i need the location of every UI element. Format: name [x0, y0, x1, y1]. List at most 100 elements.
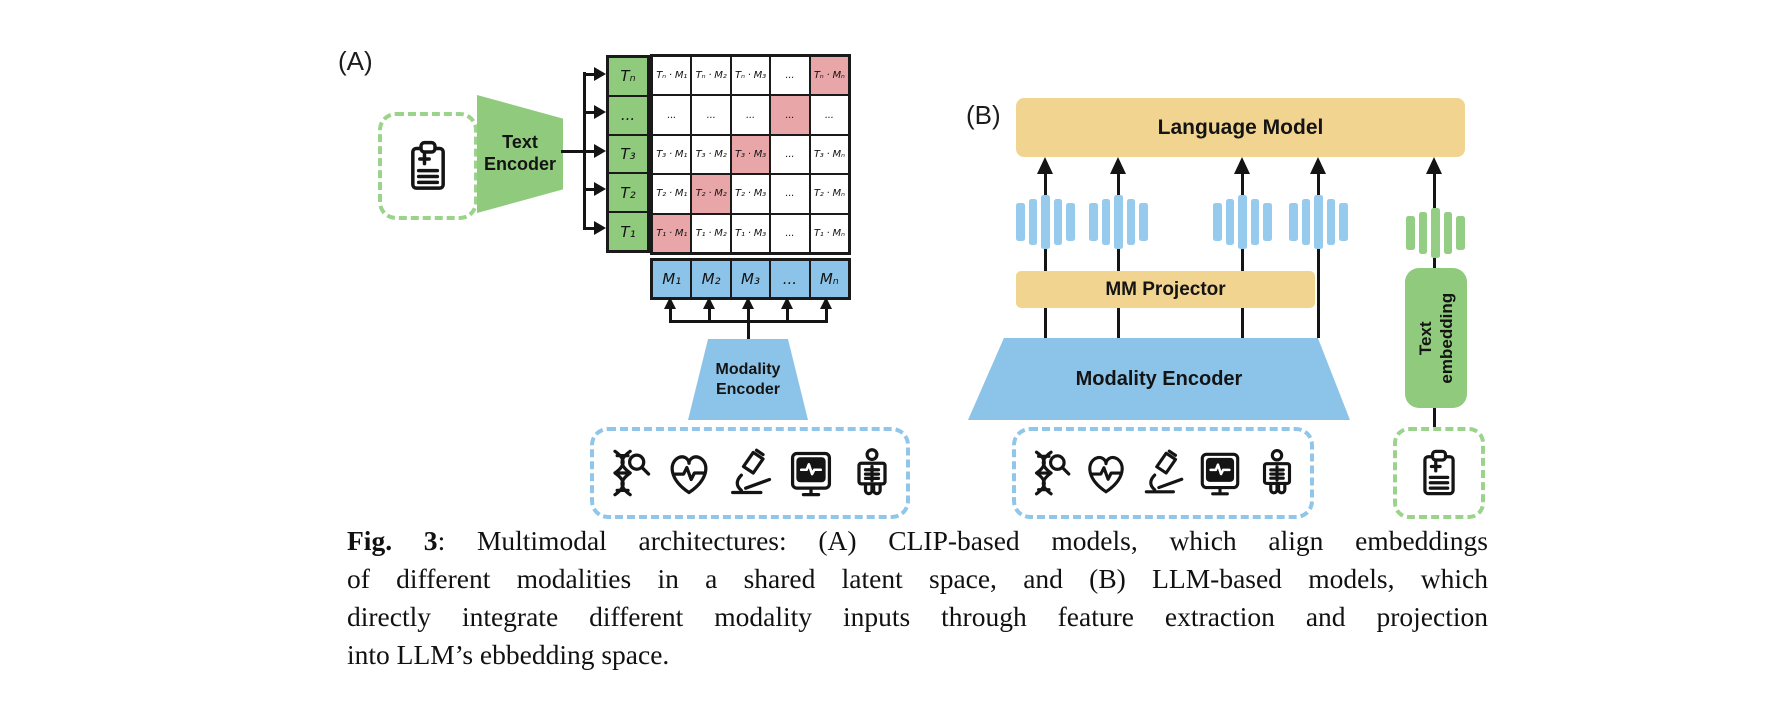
- text-embedding-cell: Tₙ: [608, 57, 648, 96]
- modality-encoder-b: Modality Encoder: [968, 338, 1350, 420]
- caption-line1-text: : Multimodal architectures: (A) CLIP-bas…: [437, 525, 1488, 556]
- arrow-up-icon: [703, 297, 715, 309]
- arrow-right-icon: [594, 144, 606, 158]
- similarity-cell: T₃ · M₁: [652, 134, 692, 175]
- connector-line: [746, 307, 750, 322]
- similarity-cell: T₁ · M₂: [691, 213, 731, 253]
- modality-encoder-a: Modality Encoder: [688, 339, 808, 420]
- connector-line: [583, 150, 595, 153]
- caption-line: Fig. 3: Multimodal architectures: (A) CL…: [347, 522, 1488, 560]
- medical-report-clipboard-icon: [411, 140, 445, 190]
- modality-embedding-row: M₁ M₂ M₃ ... Mₙ: [650, 258, 851, 300]
- text-embedding-box: Text embedding: [1405, 268, 1467, 408]
- similarity-cell: Tₙ · M₁: [652, 56, 692, 96]
- similarity-cell-highlighted: ...: [770, 95, 810, 135]
- similarity-cell-highlighted: T₃ · M₃: [730, 134, 771, 175]
- similarity-cell: ...: [770, 174, 810, 214]
- similarity-cell-highlighted: Tₙ · Mₙ: [809, 56, 849, 96]
- modality-input-box-b: [1012, 427, 1314, 519]
- arrow-up-icon: [1234, 157, 1250, 174]
- text-token-embedding-group: [1406, 207, 1465, 259]
- connector-line: [785, 307, 789, 322]
- modality-embedding-cell: ...: [770, 260, 810, 298]
- arrow-up-icon: [820, 297, 832, 309]
- token-embedding-group: [1289, 195, 1348, 249]
- caption-line: directly integrate different modality in…: [347, 601, 1488, 632]
- token-embedding-group: [1089, 195, 1148, 249]
- similarity-cell: Tₙ · M₃: [730, 56, 771, 96]
- modality-embedding-cell: M₃: [730, 260, 771, 298]
- similarity-cell-highlighted: T₂ · M₂: [691, 174, 731, 214]
- arrow-up-icon: [781, 297, 793, 309]
- similarity-matrix: Tₙ · M₁ Tₙ · M₂ Tₙ · M₃ ... Tₙ · Mₙ ... …: [650, 54, 851, 255]
- similarity-cell: ...: [809, 95, 849, 135]
- similarity-cell-highlighted: T₁ · M₁: [652, 213, 692, 253]
- text-embedding-label-line1: Text: [1415, 321, 1435, 355]
- similarity-cell: ...: [652, 95, 692, 135]
- text-embedding-cell: ...: [608, 95, 648, 135]
- text-encoder: Text Encoder: [477, 95, 563, 213]
- connector-line: [583, 73, 595, 76]
- modality-input-box-a: [590, 427, 910, 519]
- flow-line: [1240, 168, 1244, 338]
- xray-icon: [1262, 449, 1292, 495]
- similarity-cell: T₃ · Mₙ: [809, 134, 849, 175]
- arrow-right-icon: [594, 221, 606, 235]
- arrow-up-icon: [742, 297, 754, 309]
- flow-line: [1043, 168, 1047, 338]
- heart-ecg-icon: [670, 455, 708, 495]
- arrow-right-icon: [594, 105, 606, 119]
- microscope-icon: [1144, 449, 1184, 494]
- connector-line: [824, 307, 828, 322]
- modality-encoder-a-label-line1: Modality: [715, 360, 781, 378]
- text-encoder-label-line1: Text: [502, 132, 538, 153]
- similarity-cell: ...: [691, 95, 731, 135]
- text-input-box-b: [1393, 427, 1485, 519]
- monitor-ecg-icon: [790, 451, 832, 497]
- arrow-right-icon: [594, 182, 606, 196]
- medical-report-clipboard-icon: [1423, 449, 1455, 496]
- heart-ecg-icon: [1088, 455, 1124, 494]
- text-input-box-a: [378, 112, 478, 220]
- connector-line: [561, 150, 585, 153]
- text-embedding-column: Tₙ ... T₃ T₂ T₁: [606, 55, 650, 253]
- similarity-cell: T₁ · Mₙ: [809, 213, 849, 253]
- similarity-cell: ...: [770, 134, 810, 175]
- language-model-bar: Language Model: [1016, 98, 1465, 157]
- similarity-cell: T₂ · M₁: [652, 174, 692, 214]
- similarity-cell: ...: [770, 213, 810, 253]
- caption-line: into LLM’s ebbedding space.: [347, 639, 670, 670]
- flow-line: [1316, 168, 1320, 338]
- modality-encoder-a-label-line2: Encoder: [715, 380, 780, 398]
- text-embedding-cell: T₂: [608, 173, 648, 213]
- arrow-right-icon: [594, 67, 606, 81]
- similarity-cell: ...: [770, 56, 810, 96]
- similarity-cell: T₃ · M₂: [691, 134, 731, 175]
- flow-line: [1432, 408, 1436, 427]
- text-embedding-cell: T₁: [608, 212, 648, 251]
- token-embedding-group: [1016, 195, 1075, 249]
- token-embedding-group: [1213, 195, 1272, 249]
- arrow-up-icon: [1426, 157, 1442, 174]
- text-embedding-cell: T₃: [608, 134, 648, 174]
- similarity-cell: T₂ · M₃: [730, 174, 771, 214]
- panel-b-label: (B): [966, 100, 1001, 130]
- connector-line: [668, 307, 672, 322]
- panel-a-label: (A): [338, 46, 373, 76]
- connector-line: [583, 227, 595, 230]
- text-encoder-label-line2: Encoder: [483, 154, 557, 174]
- flow-line: [1116, 168, 1120, 338]
- similarity-cell: T₁ · M₃: [730, 213, 771, 253]
- dna-search-icon: [613, 449, 651, 497]
- caption-line: of different modalities in a shared late…: [347, 563, 1488, 594]
- connector-line: [583, 111, 595, 114]
- caption-fig-label: Fig. 3: [347, 525, 438, 556]
- similarity-cell: Tₙ · M₂: [691, 56, 731, 96]
- arrow-up-icon: [1037, 157, 1053, 174]
- similarity-cell: ...: [730, 95, 771, 135]
- connector-line: [707, 307, 711, 322]
- mm-projector-bar: MM Projector: [1016, 271, 1315, 308]
- connector-line: [583, 188, 595, 191]
- arrow-up-icon: [1310, 157, 1326, 174]
